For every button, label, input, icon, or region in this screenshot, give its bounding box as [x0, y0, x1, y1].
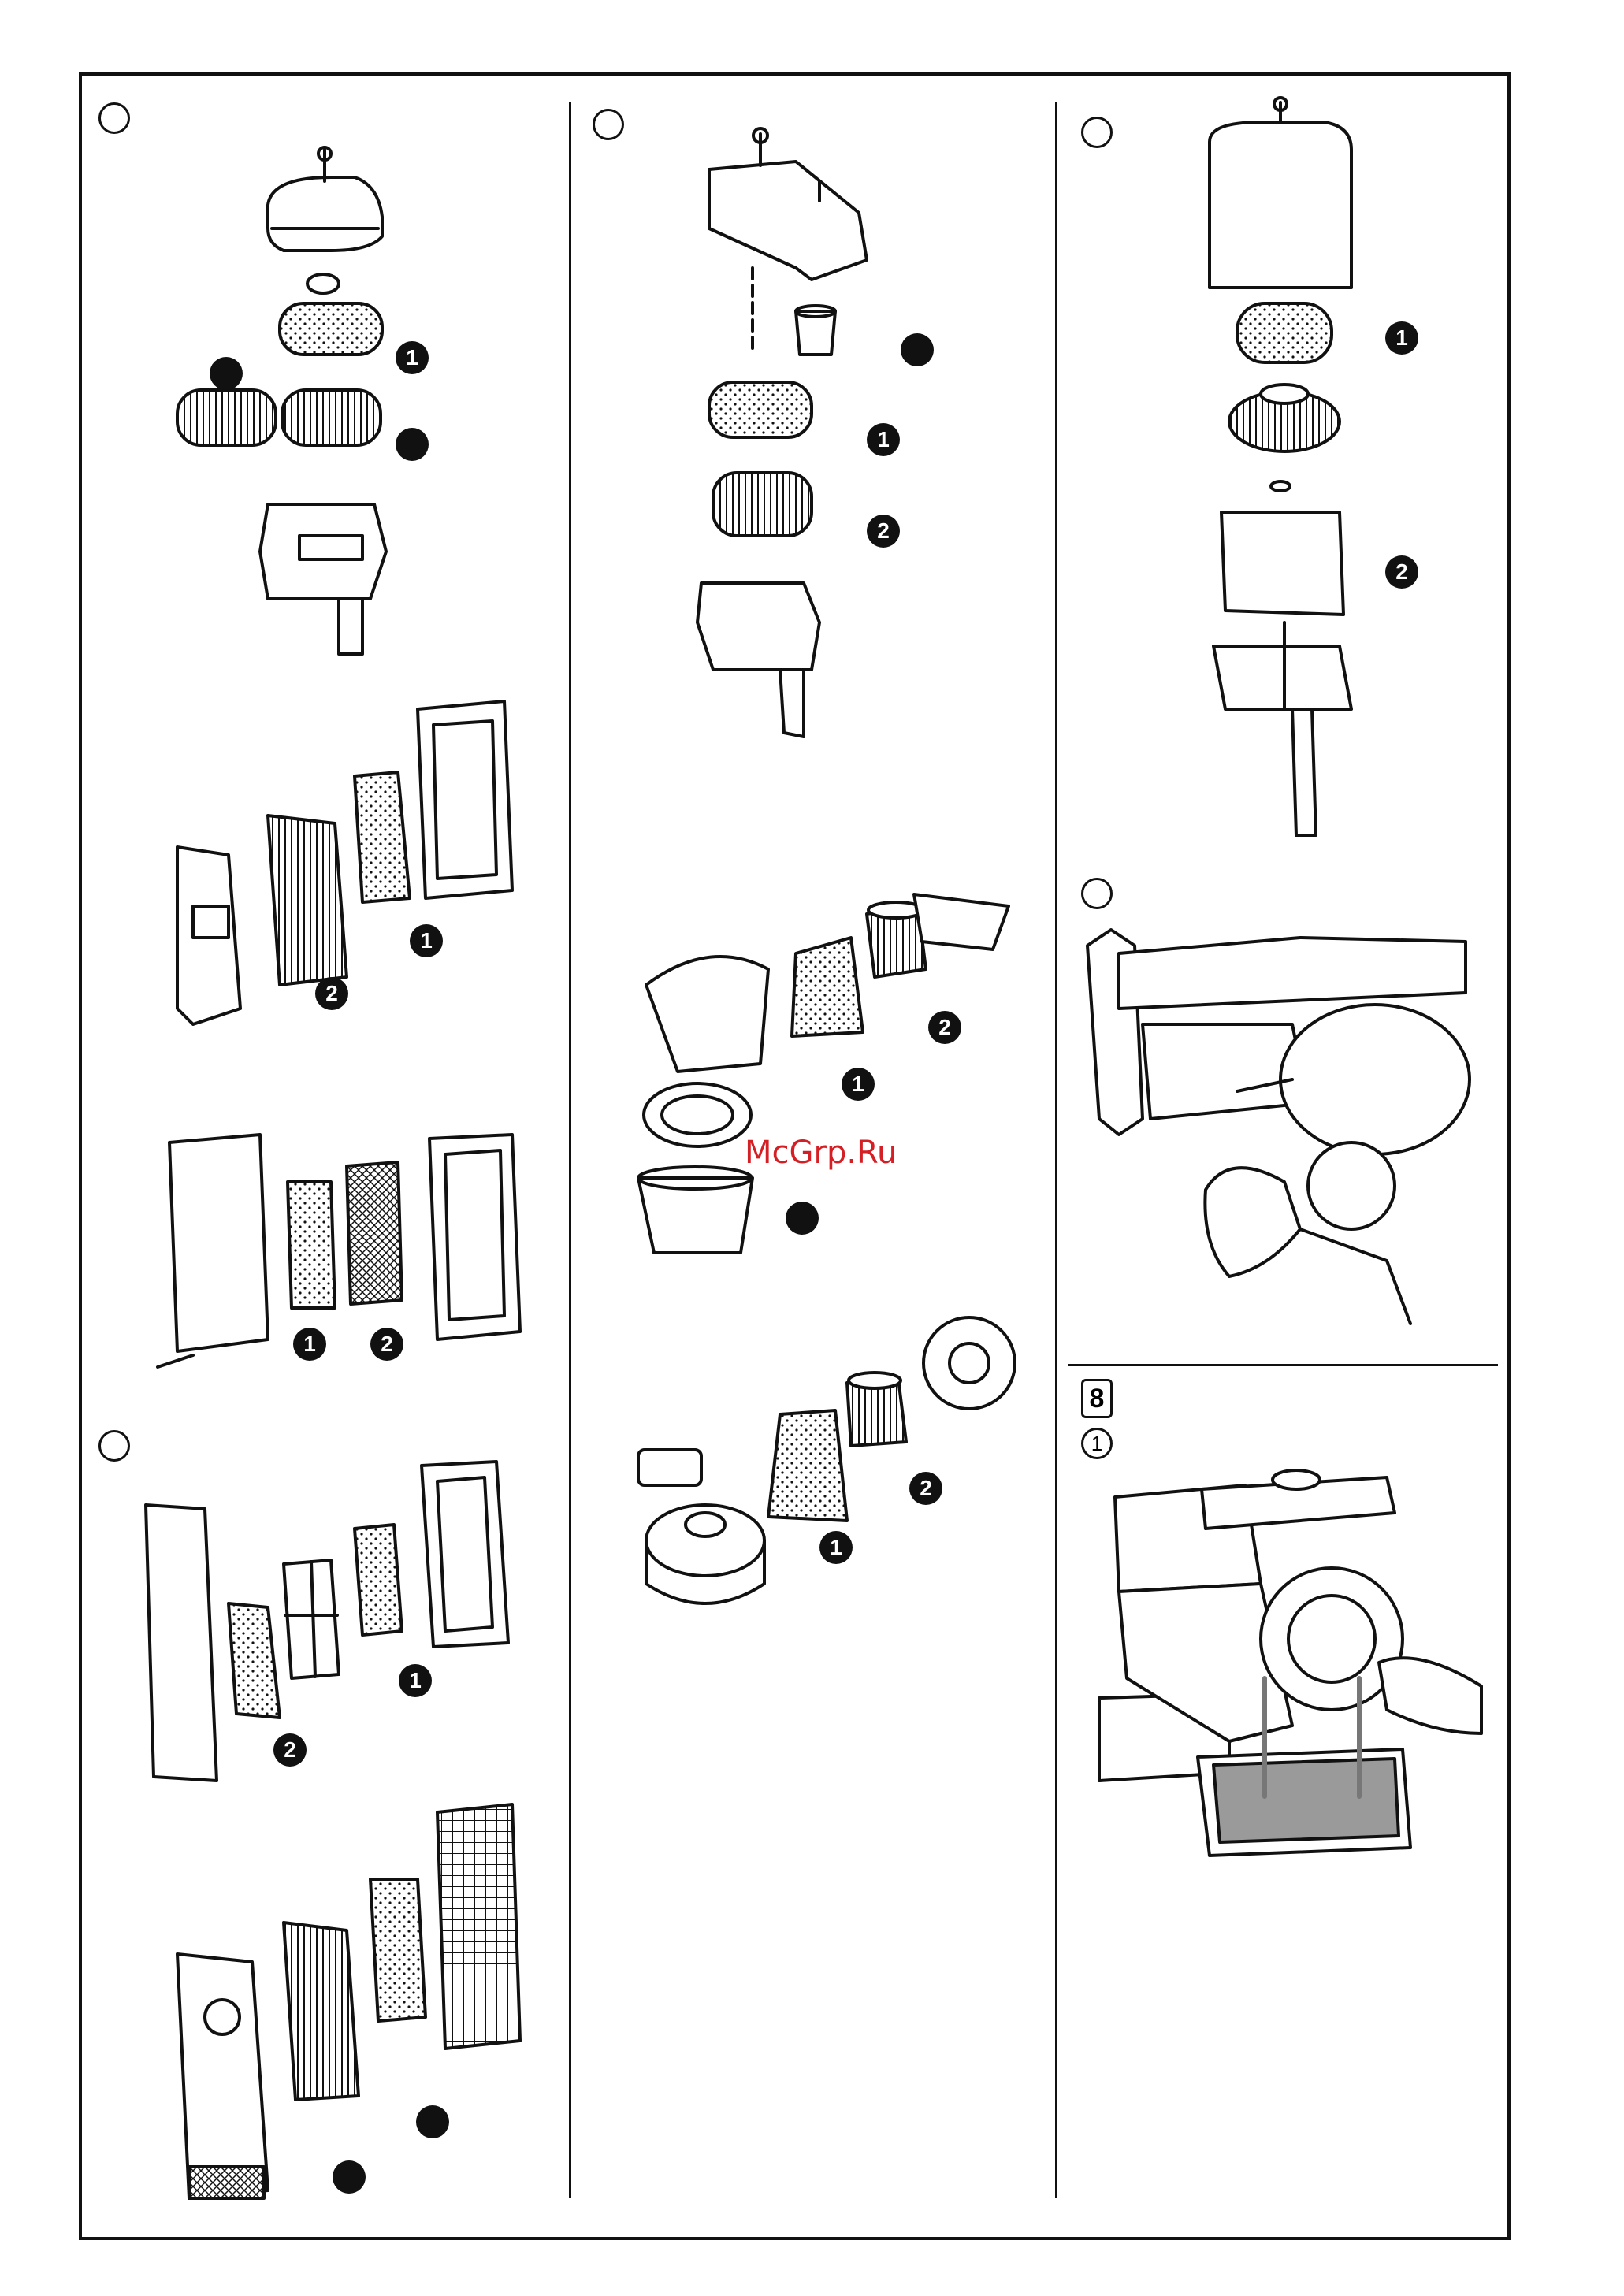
callout-2: 2	[1385, 555, 1418, 589]
callout-1: 1	[396, 341, 429, 374]
aircleaner-rect-e	[177, 1804, 520, 2198]
callout-1: 1	[819, 1531, 853, 1564]
callout-blank	[416, 2105, 449, 2138]
engine-cleaning-illustration	[1087, 930, 1470, 1324]
callout-2: 2	[867, 515, 900, 548]
aircleaner-rect-c	[158, 1135, 520, 1367]
callout-blank	[396, 428, 429, 461]
callout-1: 1	[1385, 321, 1418, 355]
callout-1: 1	[410, 924, 443, 957]
callout-2: 2	[273, 1733, 307, 1767]
callout-2: 2	[315, 977, 348, 1010]
aircleaner-oval-a	[177, 147, 386, 654]
aircleaner-round-a	[1210, 98, 1351, 835]
callout-blank	[901, 333, 934, 366]
callout-2: 2	[909, 1472, 942, 1505]
callout-blank	[333, 2160, 366, 2194]
callout-blank	[210, 357, 243, 390]
callout-2: 2	[370, 1328, 403, 1361]
aircleaner-conical-b	[638, 894, 1009, 1253]
engine-oil-drain-illustration	[1099, 1470, 1481, 1856]
callout-blank	[786, 1202, 819, 1235]
aircleaner-rect-b	[177, 701, 512, 1024]
callout-1: 1	[867, 423, 900, 456]
callout-1: 1	[399, 1664, 432, 1697]
callout-2: 2	[928, 1011, 961, 1044]
step-sub-label: 1	[1081, 1428, 1113, 1459]
watermark: McGrp.Ru	[745, 1135, 897, 1171]
callout-1: 1	[293, 1328, 326, 1361]
aircleaner-cyclone	[697, 128, 867, 737]
aircleaner-rect-d	[146, 1462, 508, 1781]
callout-1: 1	[842, 1068, 875, 1101]
step-number-box: 8	[1081, 1379, 1113, 1418]
